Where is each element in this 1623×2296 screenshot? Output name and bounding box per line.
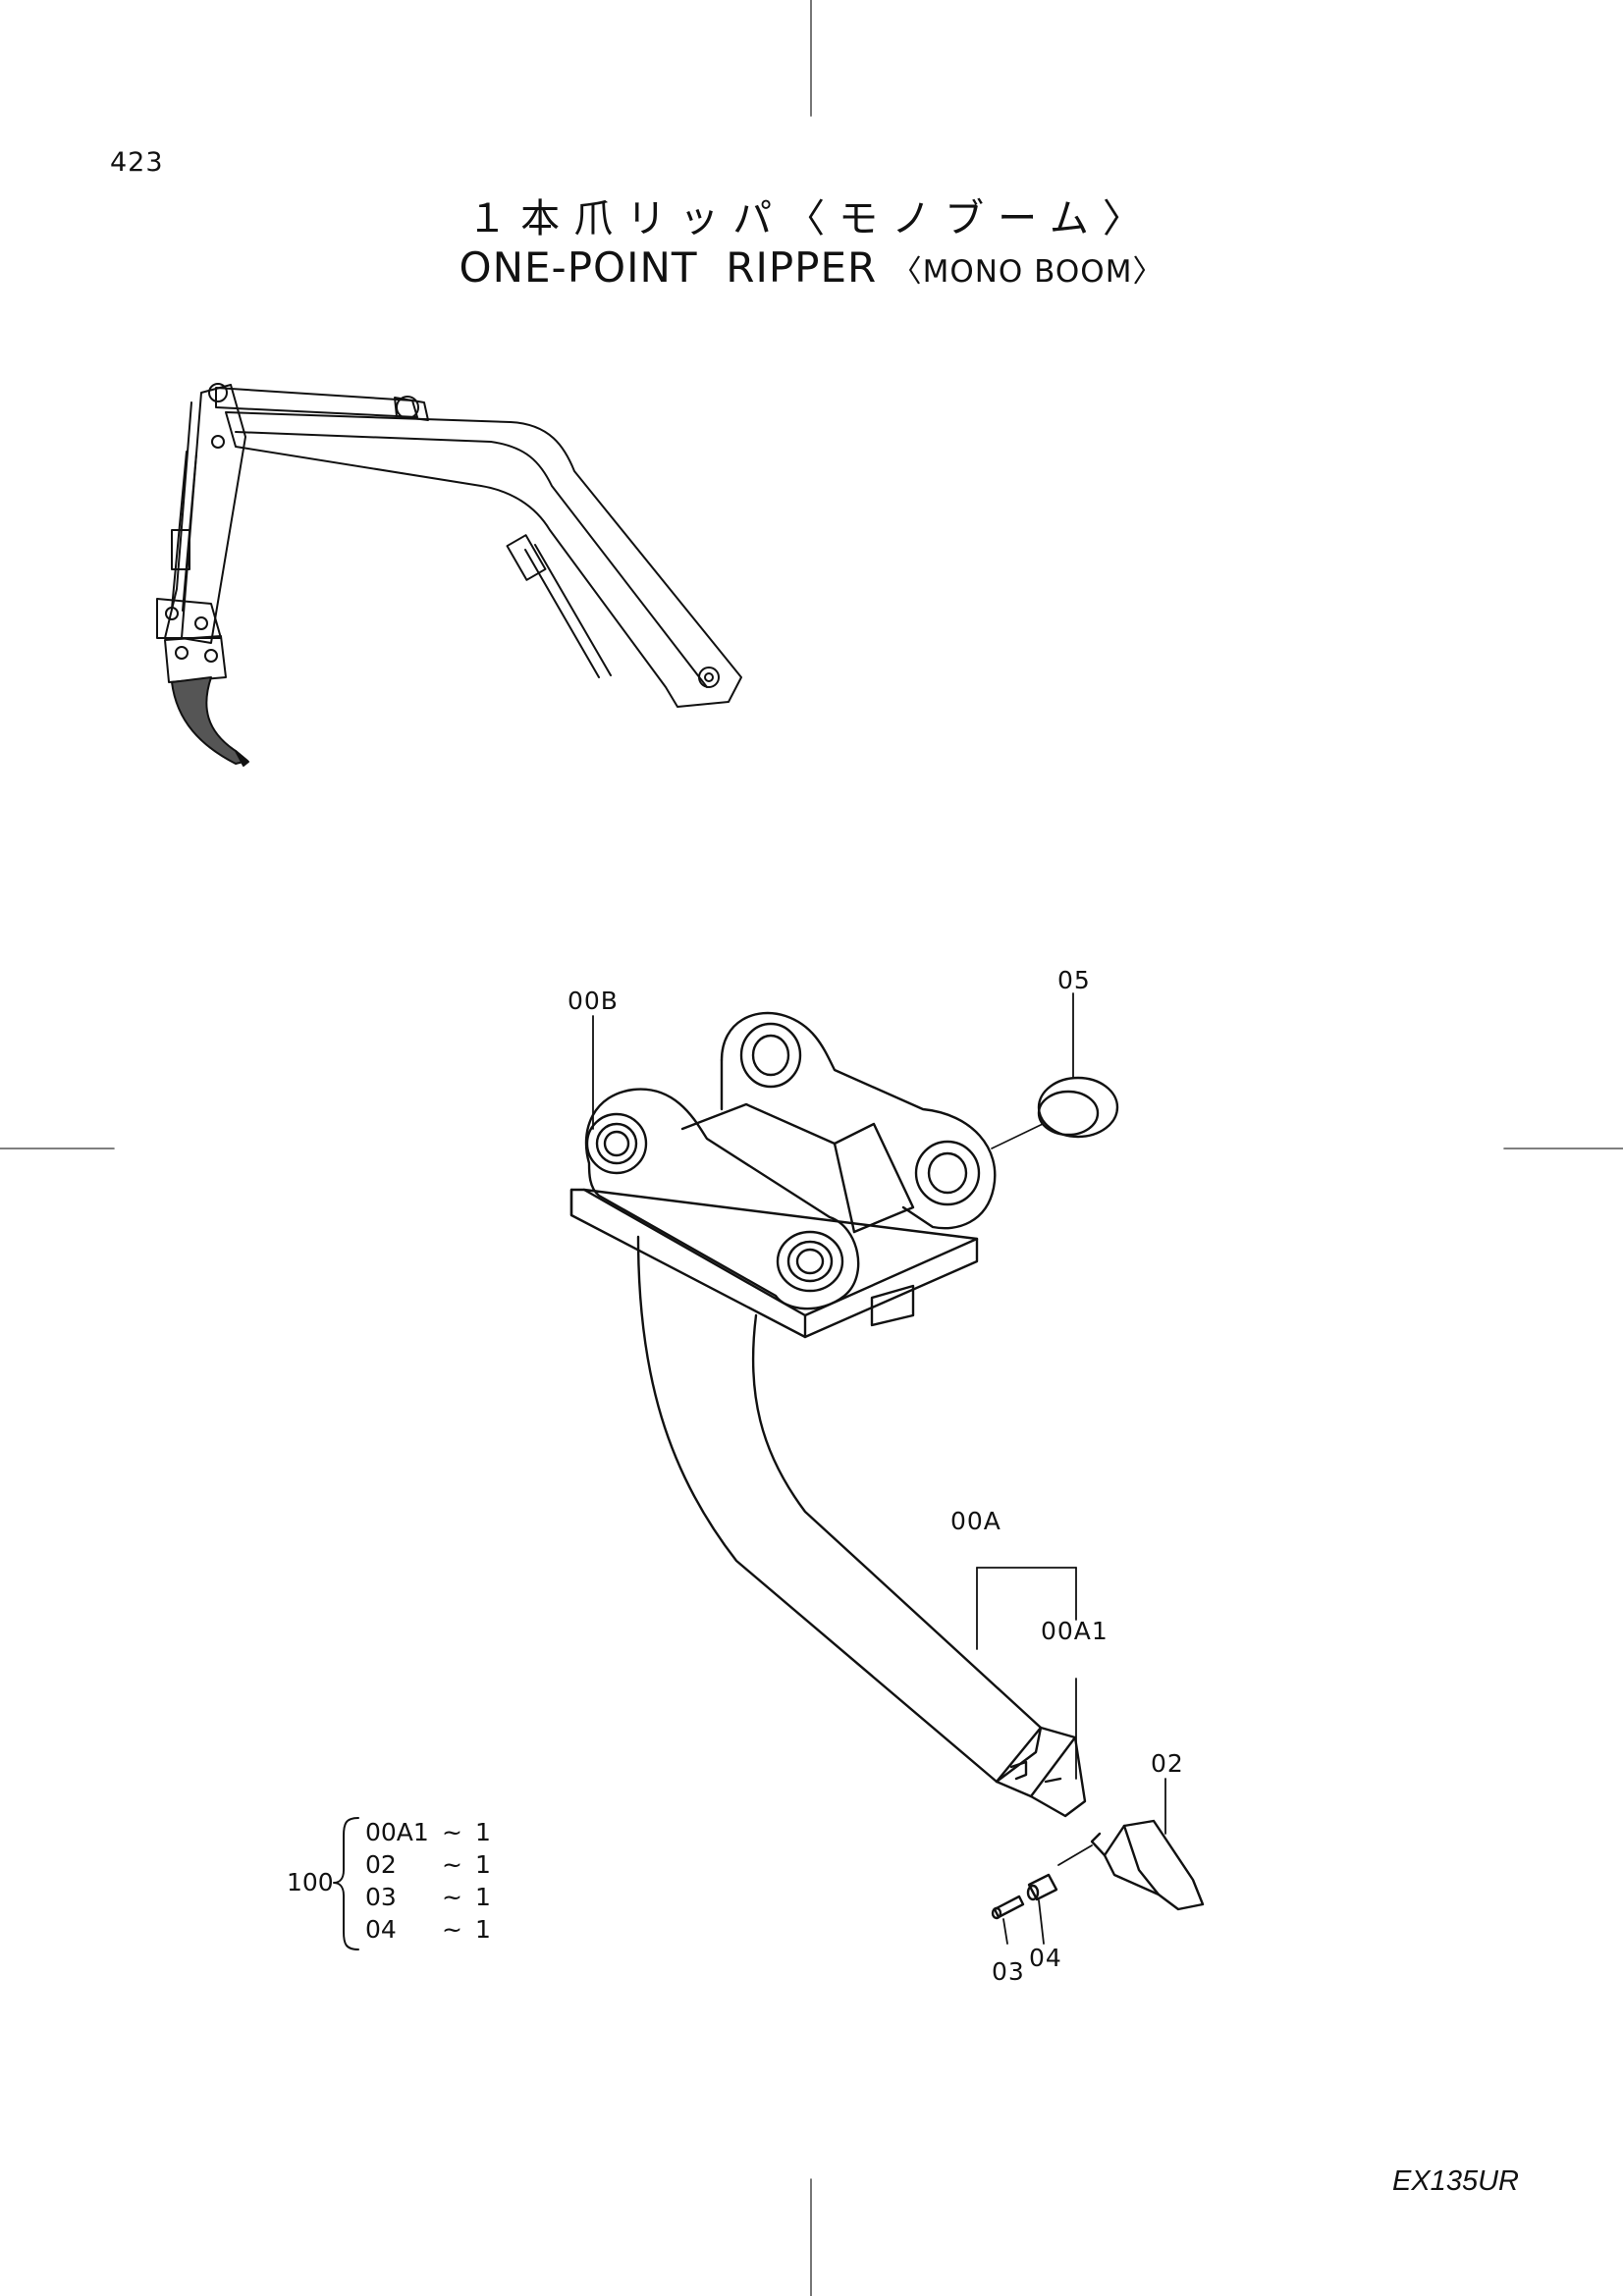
callout-03: 03 bbox=[992, 1957, 1025, 1986]
kit-list: 00A1 ~1 02 ~1 03 ~1 04 ~1 bbox=[365, 1818, 562, 1955]
kit-item-qty: 1 bbox=[475, 1915, 491, 1944]
kit-row: 00A1 ~1 bbox=[365, 1818, 491, 1846]
tooth-drawing bbox=[1090, 1819, 1205, 1911]
kit-item-code: 02 bbox=[365, 1850, 397, 1879]
title-english-sub: 〈MONO BOOM〉 bbox=[891, 254, 1164, 290]
kit-item-qty: 1 bbox=[475, 1850, 491, 1879]
callout-00B: 00B bbox=[568, 987, 619, 1015]
ripper-shank-drawing bbox=[636, 1235, 1087, 1818]
callout-02: 02 bbox=[1151, 1749, 1184, 1778]
pin-and-lock-drawing bbox=[991, 1873, 1058, 1920]
callout-05: 05 bbox=[1057, 966, 1091, 994]
kit-row: 04 ~1 bbox=[365, 1915, 491, 1944]
ripper-bracket-drawing bbox=[569, 1011, 997, 1339]
kit-item-qty: 1 bbox=[475, 1883, 491, 1911]
callout-04: 04 bbox=[1029, 1944, 1062, 1972]
model-code: EX135UR bbox=[1392, 2165, 1519, 2197]
callout-00A1: 00A1 bbox=[1041, 1617, 1109, 1645]
title-japanese: １本爪リッパ〈モノブーム〉 bbox=[467, 196, 1156, 241]
ring-drawing bbox=[991, 1076, 1119, 1149]
title-english-main: ONE-POINT RIPPER bbox=[459, 243, 878, 292]
kit-row: 02 ~1 bbox=[365, 1850, 491, 1879]
kit-item-code: 03 bbox=[365, 1883, 397, 1911]
kit-item-sep: ~ bbox=[442, 1915, 462, 1944]
kit-item-qty: 1 bbox=[475, 1818, 491, 1846]
page-number: 423 bbox=[110, 147, 164, 178]
kit-item-code: 00A1 bbox=[365, 1818, 429, 1846]
leader-lines bbox=[592, 992, 1166, 1945]
kit-item-code: 04 bbox=[365, 1915, 397, 1944]
kit-item-sep: ~ bbox=[442, 1818, 462, 1846]
kit-item-sep: ~ bbox=[442, 1883, 462, 1911]
machine-overview-drawing bbox=[156, 383, 742, 767]
kit-brace bbox=[333, 1817, 359, 1950]
kit-item-sep: ~ bbox=[442, 1850, 462, 1879]
kit-number: 100 bbox=[287, 1868, 334, 1896]
kit-row: 03 ~1 bbox=[365, 1883, 491, 1911]
title-english: ONE-POINT RIPPER 〈MONO BOOM〉 bbox=[0, 243, 1623, 292]
callout-00A: 00A bbox=[950, 1507, 1001, 1535]
